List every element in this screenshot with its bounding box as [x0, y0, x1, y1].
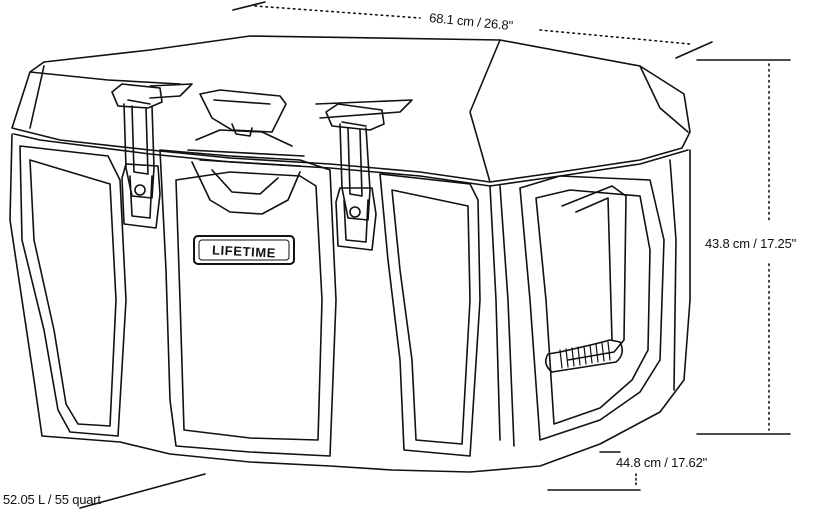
- cooler-lid: [11, 35, 691, 187]
- side-handle[interactable]: [544, 185, 627, 373]
- brand-logo-text: LIFETIME: [212, 242, 277, 260]
- cooler-body: [9, 129, 691, 473]
- width-dimension-line: [232, 1, 713, 59]
- right-latch[interactable]: [325, 103, 385, 251]
- height-dimension-line: [696, 59, 791, 435]
- depth-label: 44.8 cm / 17.62": [616, 455, 708, 470]
- brand-plate: [193, 235, 295, 265]
- volume-leader-line: [79, 473, 206, 509]
- left-latch[interactable]: [111, 83, 163, 229]
- handle-grip[interactable]: [559, 341, 611, 369]
- lid-strap: [149, 83, 413, 119]
- volume-label: 52.05 L / 55 quart: [3, 492, 101, 507]
- height-label: 43.8 cm / 17.25": [705, 236, 797, 251]
- depth-dimension-line: [547, 451, 641, 491]
- lid-grip-notch: [199, 89, 287, 137]
